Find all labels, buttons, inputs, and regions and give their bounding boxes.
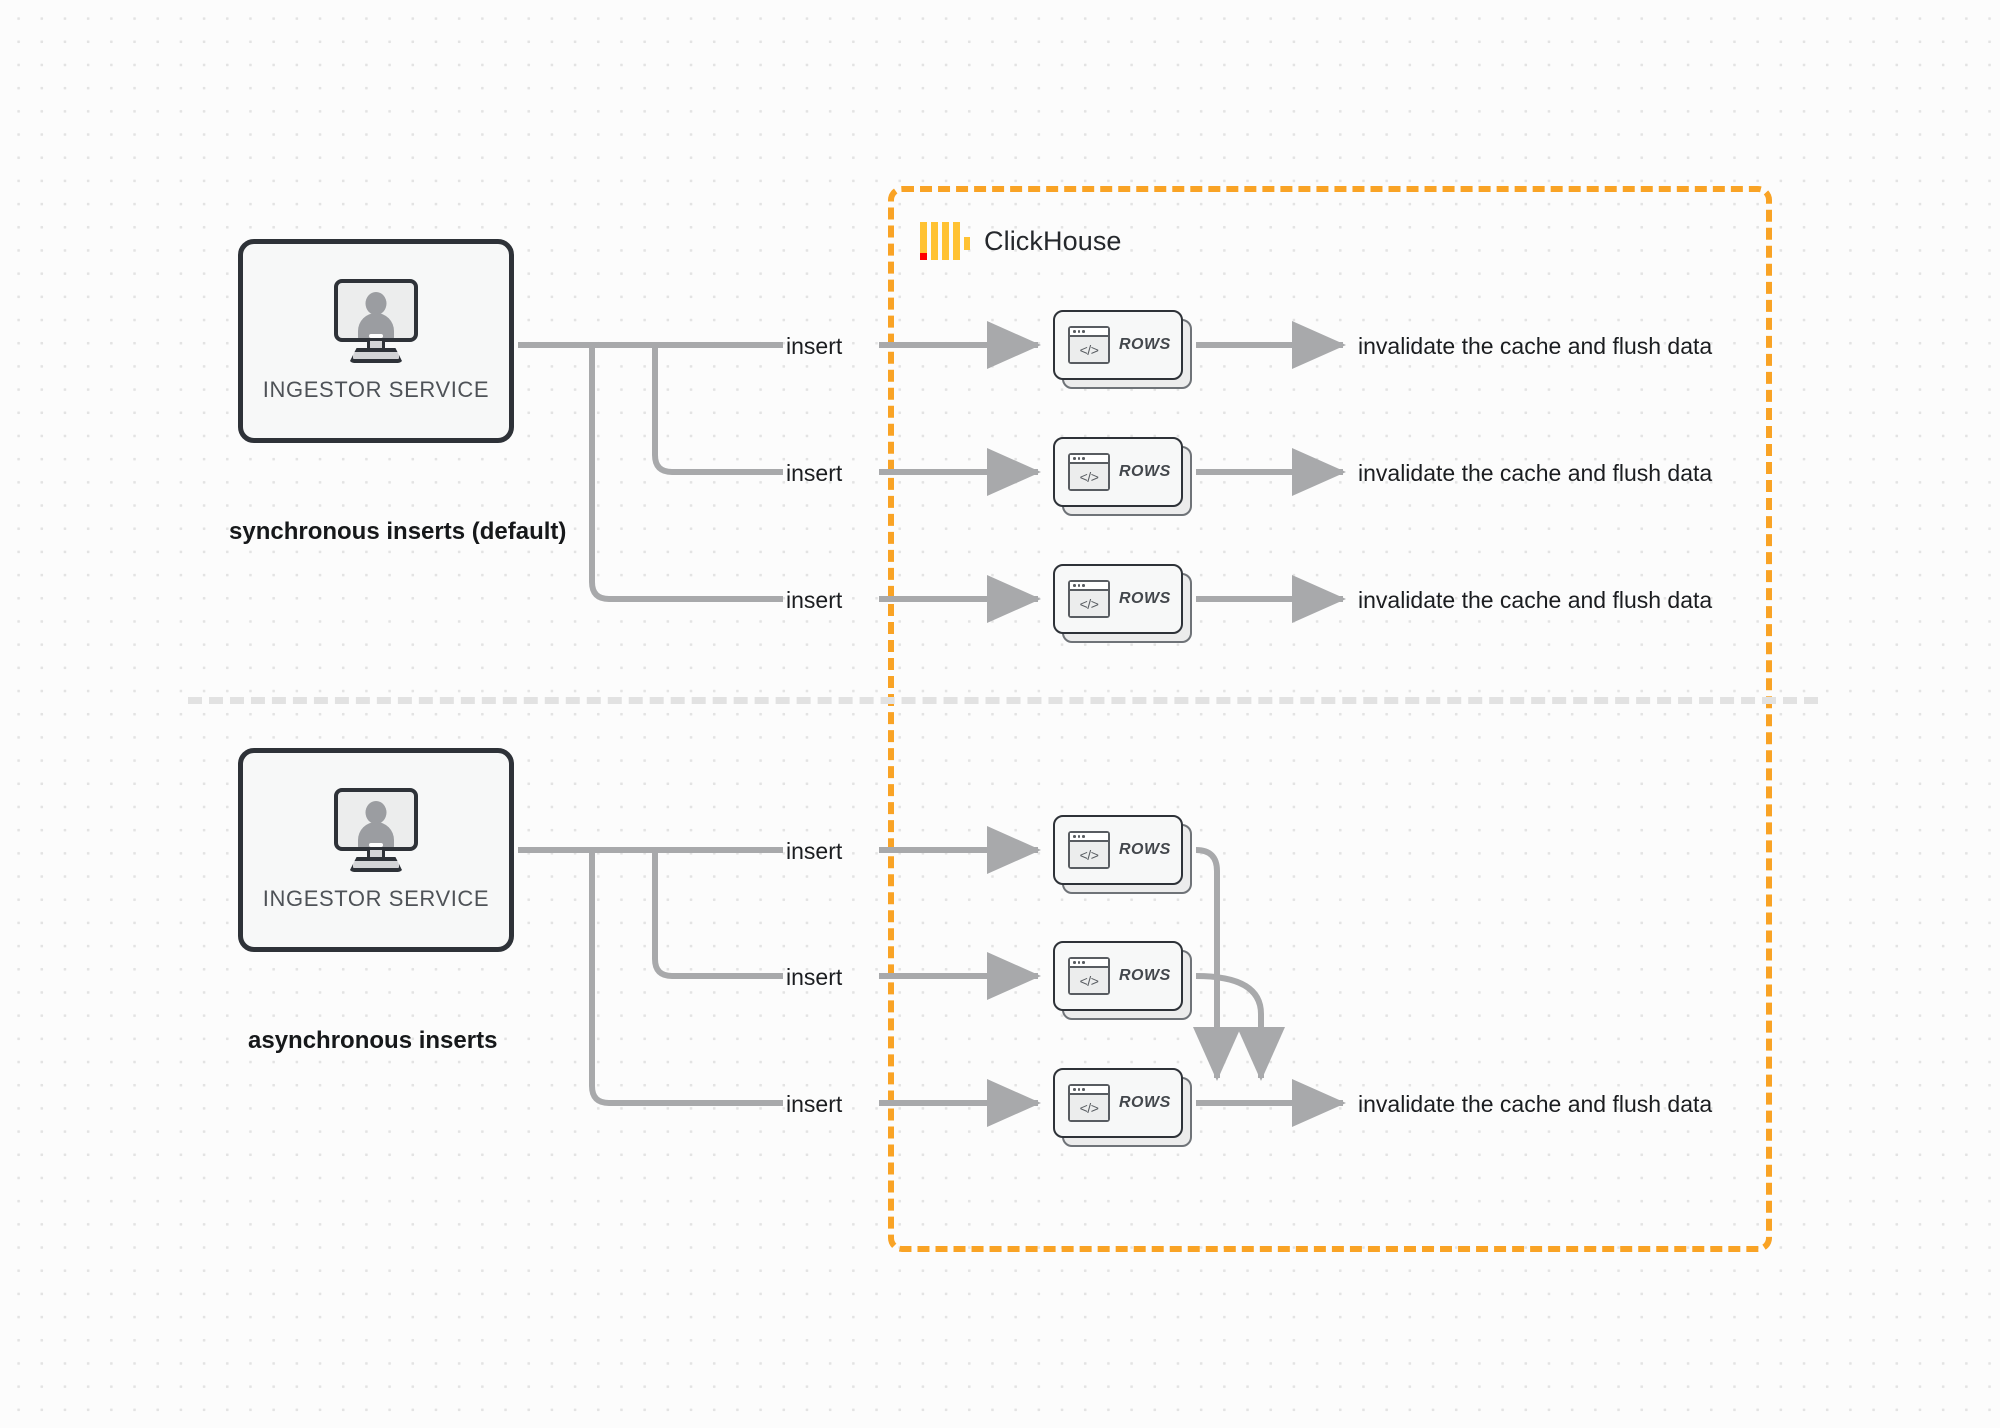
code-window-icon: </> <box>1068 957 1110 995</box>
monitor-base <box>349 857 403 872</box>
clickhouse-logo-icon <box>920 222 970 260</box>
window-dot-3 <box>1082 584 1085 587</box>
section-caption-synchronous: synchronous inserts (default) <box>229 518 567 545</box>
edge-label-insert-sync-1: insert <box>786 333 843 359</box>
rows-card: </> ROWS <box>1053 310 1183 380</box>
code-window-icon: </> <box>1068 831 1110 869</box>
ingestor-service-label: INGESTOR SERVICE <box>262 377 490 402</box>
section-divider <box>188 697 1818 704</box>
monitor-neck <box>367 850 385 858</box>
rows-node-sync-1[interactable]: </> ROWS <box>1053 310 1192 389</box>
rows-node-sync-3[interactable]: </> ROWS <box>1053 564 1192 643</box>
edge-label-insert-sync-3: insert <box>786 587 843 613</box>
outcome-label-async-merged: invalidate the cache and flush data <box>1358 1091 1713 1117</box>
code-glyph: </> <box>1070 464 1108 489</box>
code-window-icon: </> <box>1068 453 1110 491</box>
window-dot-2 <box>1077 330 1080 333</box>
logo-bar-2 <box>931 222 938 260</box>
code-window-icon: </> <box>1068 326 1110 364</box>
rows-card: </> ROWS <box>1053 437 1183 507</box>
ingestor-service-node-sync[interactable]: INGESTOR SERVICE <box>238 239 514 443</box>
code-glyph: </> <box>1070 968 1108 993</box>
window-dot-2 <box>1077 961 1080 964</box>
monitor-indicator <box>369 843 383 847</box>
window-dot-2 <box>1077 457 1080 460</box>
rows-label: ROWS <box>1119 1094 1171 1111</box>
window-dot-3 <box>1082 1088 1085 1091</box>
edge-label-insert-sync-2: insert <box>786 460 843 486</box>
code-window-titlebar <box>1070 582 1108 591</box>
rows-node-async-3[interactable]: </> ROWS <box>1053 1068 1192 1147</box>
logo-red-square <box>920 253 927 260</box>
rows-node-async-1[interactable]: </> ROWS <box>1053 815 1192 894</box>
rows-label: ROWS <box>1119 463 1171 480</box>
window-dot-1 <box>1073 584 1076 587</box>
window-dot-1 <box>1073 961 1076 964</box>
logo-side-tab <box>964 237 970 250</box>
window-dot-2 <box>1077 584 1080 587</box>
logo-bar-3 <box>942 222 949 260</box>
code-window-titlebar <box>1070 328 1108 337</box>
window-dot-3 <box>1082 835 1085 838</box>
code-window-titlebar <box>1070 833 1108 842</box>
rows-label: ROWS <box>1119 336 1171 353</box>
rows-node-sync-2[interactable]: </> ROWS <box>1053 437 1192 516</box>
user-body <box>358 313 394 338</box>
rows-label: ROWS <box>1119 841 1171 858</box>
rows-label: ROWS <box>1119 590 1171 607</box>
window-dot-1 <box>1073 835 1076 838</box>
code-window-icon: </> <box>1068 580 1110 618</box>
monitor-neck <box>367 341 385 349</box>
window-dot-3 <box>1082 961 1085 964</box>
rows-card: </> ROWS <box>1053 1068 1183 1138</box>
rows-card: </> ROWS <box>1053 941 1183 1011</box>
window-dot-1 <box>1073 457 1076 460</box>
clickhouse-brand: ClickHouse <box>920 222 1122 260</box>
monitor-screen <box>334 788 418 851</box>
user-head <box>365 292 387 315</box>
code-window-titlebar <box>1070 1086 1108 1095</box>
code-glyph: </> <box>1070 591 1108 616</box>
user-body <box>358 822 394 847</box>
clickhouse-boundary <box>888 186 1772 1252</box>
ingestor-service-label: INGESTOR SERVICE <box>262 886 490 911</box>
outcome-label-sync-3: invalidate the cache and flush data <box>1358 587 1713 613</box>
outcome-label-sync-1: invalidate the cache and flush data <box>1358 333 1713 359</box>
edge-label-insert-async-2: insert <box>786 964 843 990</box>
ingestor-service-node-async[interactable]: INGESTOR SERVICE <box>238 748 514 952</box>
outcome-label-sync-2: invalidate the cache and flush data <box>1358 460 1713 486</box>
rows-card: </> ROWS <box>1053 815 1183 885</box>
logo-bar-1 <box>920 222 927 260</box>
edge-label-insert-async-1: insert <box>786 838 843 864</box>
logo-bar-4 <box>953 222 960 260</box>
code-window-icon: </> <box>1068 1084 1110 1122</box>
window-dot-1 <box>1073 330 1076 333</box>
monitor-base <box>349 348 403 363</box>
window-dot-3 <box>1082 330 1085 333</box>
monitor-screen <box>334 279 418 342</box>
rows-label: ROWS <box>1119 967 1171 984</box>
window-dot-2 <box>1077 1088 1080 1091</box>
rows-node-async-2[interactable]: </> ROWS <box>1053 941 1192 1020</box>
clickhouse-wordmark: ClickHouse <box>984 225 1122 256</box>
window-dot-1 <box>1073 1088 1076 1091</box>
code-glyph: </> <box>1070 842 1108 867</box>
code-glyph: </> <box>1070 337 1108 362</box>
code-glyph: </> <box>1070 1095 1108 1120</box>
code-window-titlebar <box>1070 959 1108 968</box>
rows-card: </> ROWS <box>1053 564 1183 634</box>
window-dot-3 <box>1082 457 1085 460</box>
monitor-indicator <box>369 334 383 338</box>
code-window-titlebar <box>1070 455 1108 464</box>
monitor-user-icon <box>328 788 424 872</box>
window-dot-2 <box>1077 835 1080 838</box>
monitor-user-icon <box>328 279 424 363</box>
user-head <box>365 801 387 824</box>
section-caption-asynchronous: asynchronous inserts <box>248 1027 498 1054</box>
edge-label-insert-async-3: insert <box>786 1091 843 1117</box>
